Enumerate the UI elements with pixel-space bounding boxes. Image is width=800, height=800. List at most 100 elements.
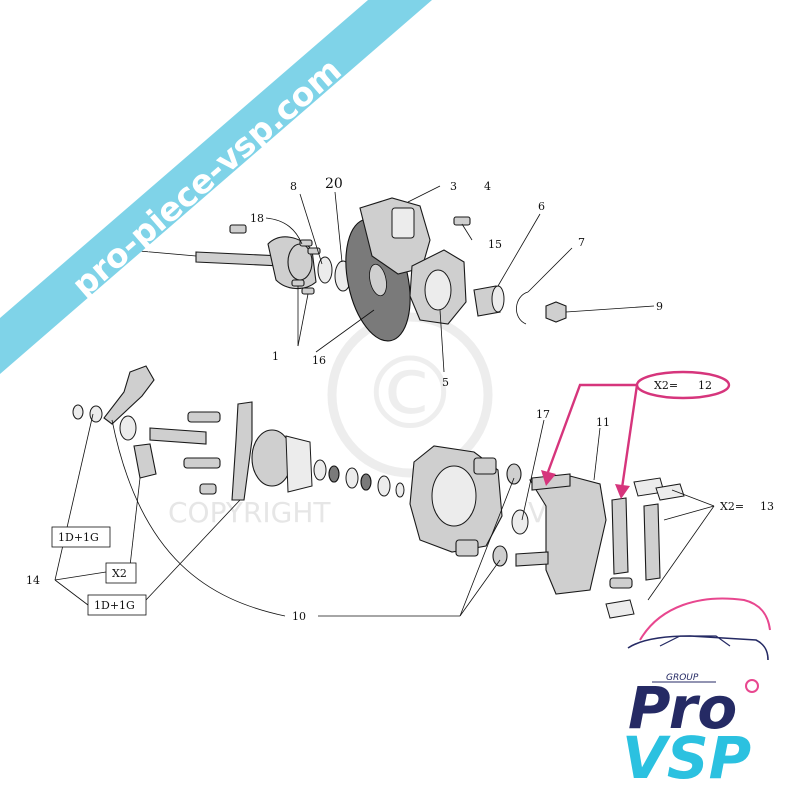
pad-clip (655, 483, 685, 501)
leader-x2 (129, 477, 141, 567)
bolt (229, 224, 247, 234)
top-leader-lines (127, 185, 655, 373)
label-12: 12 (698, 379, 712, 392)
caliper-piston (391, 207, 415, 239)
box-1d1g-bottom (87, 594, 147, 616)
leader-13a (671, 489, 715, 507)
gasket-plate (285, 435, 313, 493)
bolt (199, 483, 217, 495)
caliper-boss (455, 539, 479, 557)
seal-ring (119, 415, 137, 441)
adjuster-rod (149, 427, 207, 445)
bolt (187, 411, 221, 423)
highlight-arrow-left (546, 383, 637, 473)
highlight-arrow-right (620, 384, 639, 489)
leader-13b (663, 505, 715, 521)
small-washer (72, 404, 84, 420)
caliper-bracket (529, 475, 607, 595)
leader-16 (315, 309, 375, 353)
leader-1d1g (145, 499, 241, 601)
bolt (301, 287, 315, 295)
leader-8 (299, 193, 323, 265)
leader-14a (54, 413, 94, 581)
bolt (307, 247, 321, 255)
seal-ring (328, 465, 340, 483)
box-1d1g-bottom-text: 1D+1G (94, 599, 135, 612)
label-7: 7 (578, 236, 585, 249)
label-5: 5 (442, 376, 449, 389)
banner-band (0, 0, 432, 374)
bolt (291, 279, 305, 287)
box-x2-text: X2 (112, 567, 127, 580)
label-1: 1 (272, 350, 279, 363)
leader-13c (647, 505, 715, 601)
label-x2-13: X2= (720, 500, 744, 513)
label-4: 4 (484, 180, 491, 193)
bearing-face (491, 285, 505, 313)
box-x2 (105, 562, 137, 584)
leader-5 (439, 309, 445, 373)
lever-bracket (103, 365, 155, 425)
leader-10b (459, 477, 515, 617)
hub-nut (545, 301, 567, 323)
callout-labels: 2 8 20 3 4 18 15 6 7 9 1 16 5 X2= 12 17 … (26, 176, 774, 623)
adjuster-spring (133, 443, 157, 479)
seal-ring (506, 463, 522, 485)
brake-pad (643, 503, 661, 581)
label-14: 14 (26, 574, 40, 587)
label-x2-12: X2= (654, 379, 678, 392)
label-20: 20 (325, 176, 343, 192)
leader-15 (461, 223, 473, 241)
seal-ring (360, 473, 372, 491)
label-10: 10 (292, 610, 306, 623)
top-assembly (195, 197, 567, 342)
leader-10c (459, 559, 501, 617)
leader-9 (565, 305, 655, 313)
car-body-outline (627, 635, 769, 661)
bottom-leader-lines (54, 413, 715, 617)
logo-dot-icon (745, 679, 759, 693)
leader-7 (527, 247, 573, 293)
box-1d1g-top-text: 1D+1G (58, 531, 99, 544)
leader-14c (54, 579, 89, 606)
seal-ring (511, 509, 529, 535)
leader-1b (297, 293, 309, 347)
leader-18 (265, 217, 303, 245)
label-17: 17 (536, 408, 550, 421)
label-6: 6 (538, 200, 545, 213)
label-3: 3 (450, 180, 457, 193)
leader-6 (497, 213, 541, 287)
leader-14b (54, 571, 107, 581)
bolt (453, 216, 471, 226)
guide-pin (531, 473, 571, 491)
leader-11 (593, 427, 601, 481)
bolt (609, 577, 633, 589)
label-11: 11 (596, 416, 610, 429)
provsp-logo: GROUP Pro VSP (622, 597, 771, 792)
logo-group-text: GROUP (666, 673, 699, 683)
seal-ring (395, 482, 405, 498)
arrowhead-icon (541, 470, 556, 486)
seal-ring (492, 545, 508, 567)
label-15: 15 (488, 238, 502, 251)
logo-vsp-text: VSP (622, 724, 751, 792)
wheel-hub-center (424, 269, 452, 311)
guide-pin (515, 551, 549, 567)
arrowhead-icon (615, 484, 630, 499)
handbrake-lever-arm (231, 401, 253, 501)
label-18: 18 (250, 212, 264, 225)
label-9: 9 (656, 300, 663, 313)
copyright-symbol: © (360, 335, 460, 452)
leader-20 (334, 191, 343, 263)
axle-shaft (195, 251, 283, 267)
bottom-assembly (72, 365, 685, 619)
highlight-12 (541, 370, 731, 499)
caliper-boss (473, 457, 497, 475)
leader-3 (407, 185, 441, 203)
brake-disc-hub (369, 263, 387, 297)
leader-10a (111, 419, 286, 617)
brake-pad (611, 497, 629, 575)
copyright-circle-icon (327, 312, 493, 478)
seal-ring (377, 475, 391, 497)
